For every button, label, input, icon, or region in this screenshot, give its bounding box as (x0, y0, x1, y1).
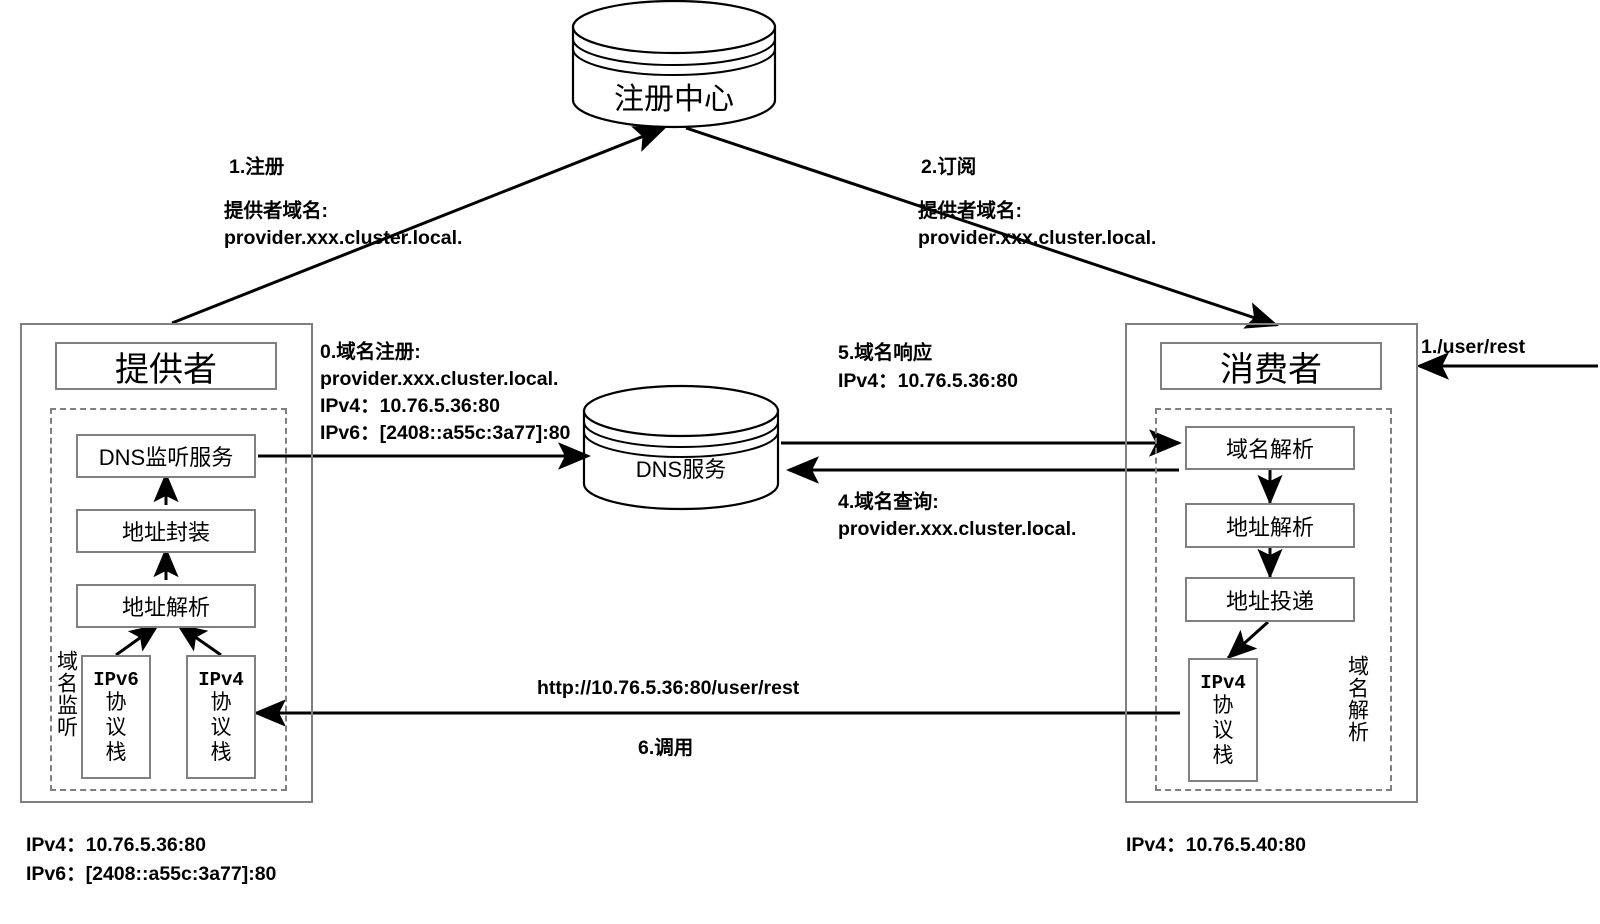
provider-ipv4-stack-l3: 栈 (210, 740, 232, 764)
arrow-register (171, 126, 667, 325)
consumer-ipv4-stack-proto: IPv4 (1200, 671, 1246, 694)
arrow-ipv6-to-resolve (115, 623, 160, 657)
provider-container (20, 323, 313, 803)
consumer-footer-ipv4: IPv4：10.76.5.40:80 (1126, 834, 1306, 856)
consumer-group-label: 域名解析 (1345, 655, 1369, 743)
annotation-subscribe-line1: 提供者域名: (918, 200, 1022, 222)
dns-label: DNS服务 (635, 457, 727, 482)
annotation-invoke-url: http://10.76.5.36:80/user/rest (537, 677, 800, 699)
annotation-domain-register-line4: IPv6：[2408::a55c:3a77]:80 (320, 422, 571, 444)
registry-label: 注册中心 (614, 83, 734, 116)
consumer-ipv4-stack[interactable]: IPv4 协 议 栈 (1188, 658, 1258, 782)
provider-ipv6-stack-proto: IPv6 (93, 668, 139, 691)
annotation-subscribe-line2: provider.xxx.cluster.local. (918, 227, 1157, 249)
annotation-register-step: 1.注册 (229, 156, 285, 178)
provider-node-dns-listen[interactable]: DNS监听服务 (76, 434, 256, 478)
provider-ipv6-stack[interactable]: IPv6 协 议 栈 (81, 655, 151, 779)
annotation-domain-response-line1: 5.域名响应 (838, 342, 933, 364)
arrow-deliver-to-ipv4 (1226, 620, 1270, 660)
consumer-container (1125, 323, 1418, 803)
annotation-domain-response-line2: IPv4：10.76.5.36:80 (838, 370, 1018, 392)
consumer-node-domain-resolve-label: 域名解析 (1225, 437, 1314, 462)
annotation-domain-query-line2: provider.xxx.cluster.local. (838, 518, 1077, 540)
dns-cylinder (582, 384, 780, 511)
annotation-invoke-step: 6.调用 (638, 737, 694, 759)
provider-node-dns-listen-label: DNS监听服务 (98, 445, 234, 470)
provider-ipv4-stack[interactable]: IPv4 协 议 栈 (186, 655, 256, 779)
provider-inner-group (50, 408, 287, 791)
annotation-subscribe-step: 2.订阅 (921, 156, 977, 178)
consumer-node-addr-deliver[interactable]: 地址投递 (1185, 577, 1355, 622)
annotation-domain-query-line1: 4.域名查询: (838, 491, 939, 513)
provider-ipv6-stack-l1: 协 (105, 691, 127, 715)
consumer-title: 消费者 (1160, 342, 1382, 390)
consumer-node-addr-resolve-label: 地址解析 (1225, 514, 1314, 540)
consumer-ipv4-stack-l1: 协 (1212, 694, 1234, 718)
arrow-subscribe (685, 126, 1279, 329)
registry-cylinder (571, 0, 777, 129)
annotation-domain-register-line3: IPv4：10.76.5.36:80 (320, 395, 500, 417)
provider-group-label: 域名监听 (54, 650, 78, 738)
provider-footer-ipv6: IPv6：[2408::a55c:3a77]:80 (26, 863, 277, 885)
provider-ipv4-stack-l1: 协 (210, 691, 232, 715)
arrow-ipv4-to-resolve (176, 623, 222, 657)
provider-ipv4-stack-proto: IPv4 (198, 668, 244, 691)
provider-footer-ipv4: IPv4：10.76.5.36:80 (26, 834, 206, 856)
annotation-register-line1: 提供者域名: (224, 200, 328, 222)
provider-node-addr-resolve[interactable]: 地址解析 (76, 584, 256, 628)
provider-ipv6-stack-l3: 栈 (105, 740, 127, 764)
consumer-ipv4-stack-l3: 栈 (1212, 743, 1234, 767)
provider-ipv4-stack-l2: 议 (210, 715, 232, 739)
provider-title-text: 提供者 (115, 350, 217, 389)
provider-title: 提供者 (55, 342, 277, 390)
consumer-ipv4-stack-l2: 议 (1212, 718, 1234, 742)
provider-ipv6-stack-l2: 议 (105, 715, 127, 739)
provider-node-addr-resolve-label: 地址解析 (121, 595, 210, 620)
annotation-entry: 1./user/rest (1421, 336, 1526, 358)
annotation-domain-register-line1: 0.域名注册: (320, 341, 421, 363)
consumer-title-text: 消费者 (1220, 350, 1322, 389)
consumer-node-addr-resolve[interactable]: 地址解析 (1185, 503, 1355, 548)
consumer-inner-group (1155, 408, 1392, 791)
annotation-domain-register-line2: provider.xxx.cluster.local. (320, 368, 559, 390)
annotation-register-line2: provider.xxx.cluster.local. (224, 227, 463, 249)
provider-node-addr-encap[interactable]: 地址封装 (76, 509, 256, 553)
consumer-node-domain-resolve[interactable]: 域名解析 (1185, 426, 1355, 470)
consumer-node-addr-deliver-label: 地址投递 (1225, 588, 1314, 614)
provider-node-addr-encap-label: 地址封装 (121, 520, 210, 545)
